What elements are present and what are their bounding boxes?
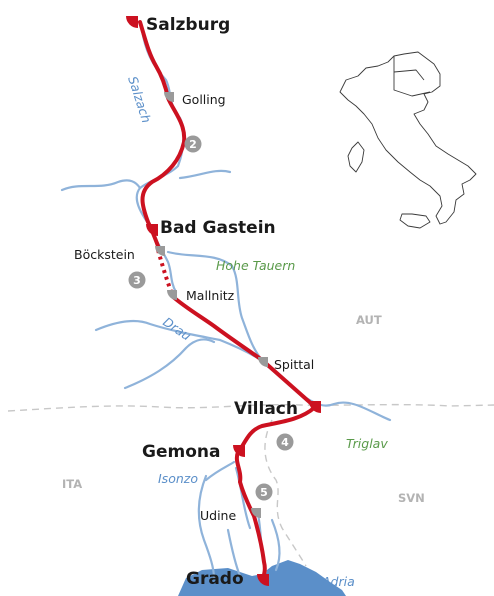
stage-badge-4: 4 <box>276 433 294 451</box>
hohe-tauern-label: Hohe Tauern <box>216 258 295 273</box>
mallnitz-marker <box>167 290 177 300</box>
salzburg-label: Salzburg <box>146 15 230 35</box>
golling-label: Golling <box>182 92 226 107</box>
mallnitz-label: Mallnitz <box>186 288 235 303</box>
svg-text:5: 5 <box>260 486 268 499</box>
villach-marker <box>309 401 321 413</box>
boeckstein-label: Böckstein <box>74 247 135 262</box>
gemona-label: Gemona <box>142 442 220 462</box>
country-aut-label: AUT <box>356 313 382 327</box>
stage-badge-3: 3 <box>128 271 146 289</box>
salzburg-marker <box>126 16 138 28</box>
boeckstein-marker <box>155 246 165 256</box>
salzach-label: Salzach <box>125 74 154 124</box>
golling-marker <box>164 92 174 102</box>
isonzo-label: Isonzo <box>158 471 198 486</box>
grado-marker <box>257 574 269 586</box>
rivers <box>60 28 392 580</box>
udine-label: Udine <box>200 508 236 523</box>
bad-gastein-label: Bad Gastein <box>160 218 276 238</box>
major-stop-markers <box>126 16 321 586</box>
spittal-marker <box>258 357 268 367</box>
grado-label: Grado <box>186 569 244 589</box>
svg-text:3: 3 <box>133 274 141 287</box>
udine-marker <box>251 508 261 518</box>
country-ita-label: ITA <box>62 477 82 491</box>
country-svn-label: SVN <box>398 491 425 505</box>
stage-badge-5: 5 <box>255 483 273 501</box>
bad-gastein-marker <box>146 224 158 236</box>
stage-badges: 2 3 4 5 <box>128 135 294 501</box>
triglav-label: Triglav <box>346 436 388 451</box>
gemona-marker <box>233 445 245 457</box>
adria-label: Adria <box>321 574 355 589</box>
minor-stop-markers <box>155 92 268 518</box>
drau-label: Drau <box>160 314 194 343</box>
italy-locator-map-icon <box>339 51 477 229</box>
svg-text:2: 2 <box>189 138 197 151</box>
villach-label: Villach <box>234 399 298 419</box>
stage-badge-2: 2 <box>184 135 202 153</box>
national-borders <box>7 403 494 567</box>
svg-text:4: 4 <box>281 436 289 449</box>
spittal-label: Spittal <box>274 357 314 372</box>
